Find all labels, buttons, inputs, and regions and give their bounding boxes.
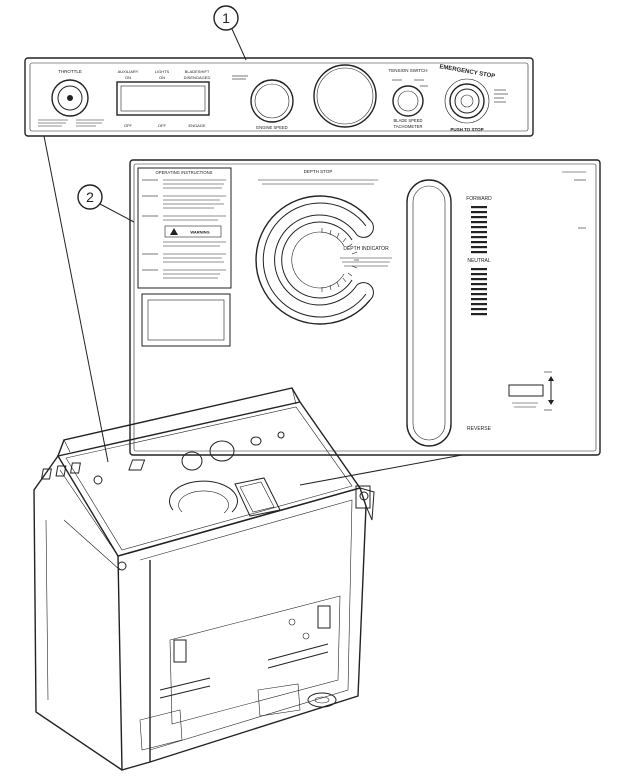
operating-instructions-box: OPERATING INSTRUCTIONS WARNING: [137, 167, 232, 289]
auxiliary-off-label: OFF: [124, 123, 133, 128]
auxiliary-on-label: ON: [125, 75, 131, 80]
reverse-label: REVERSE: [467, 426, 492, 432]
depth-dial-c-slot-icon: [255, 195, 374, 325]
neutral-label: NEUTRAL: [467, 258, 491, 264]
tension-switch-label: TENSION SWITCH: [389, 68, 428, 73]
throttle-label: THROTTLE: [58, 69, 82, 74]
speed-range-switch-icon: [508, 371, 554, 411]
throttle-knob-icon: [51, 79, 89, 117]
engage-label: ENGAGE: [188, 123, 205, 128]
instructions-text-lines-lower: [142, 241, 226, 279]
emergency-stop-label: EMERGENCY STOP: [439, 64, 496, 80]
depth-stop-label: DEPTH STOP: [304, 169, 333, 174]
disengaged-label: DISENGAGED: [184, 75, 211, 80]
lever-slot-icon: [406, 179, 452, 447]
push-to-stop-label: PUSH TO STOP: [450, 127, 483, 132]
instructions-text-lines: [142, 179, 226, 221]
forward-speed-bars: [471, 206, 487, 254]
lights-on-label: ON: [159, 75, 165, 80]
forward-label: FORWARD: [466, 196, 492, 202]
engine-speed-label: ENGINE SPEED: [256, 125, 287, 130]
blade-speed-label: BLADE SPEED: [393, 118, 422, 123]
switch-window: [116, 81, 210, 116]
depth-stop-decal: OPERATING INSTRUCTIONS WARNING: [129, 159, 601, 456]
callout-2: 2: [77, 184, 135, 223]
warning-triangle-icon: WARNING: [164, 225, 222, 238]
bladeshift-label: BLADESHIFT: [185, 69, 210, 74]
reverse-speed-bars: [471, 268, 487, 316]
lights-off-label: OFF: [158, 123, 167, 128]
depth-indicator-fine-print: [340, 257, 392, 267]
blade-speed-knob-icon: [392, 85, 424, 117]
auxiliary-label: AUXILIARY: [118, 69, 139, 74]
callout-1-number: 1: [222, 10, 230, 26]
lights-label: LIGHTS: [155, 69, 170, 74]
callout-2-number: 2: [86, 189, 94, 205]
control-panel-decal: THROTTLE AUXILIARY ON LIGHTS ON BLADESHI…: [24, 57, 534, 137]
tachometer-label: TACHOMETER: [393, 124, 422, 129]
emergency-stop-button-icon: [444, 78, 490, 124]
emergency-stop-fine-print: [494, 89, 508, 103]
warning-label: WARNING: [190, 230, 209, 235]
throttle-fine-print: [38, 119, 104, 127]
leader-line-1: [43, 135, 109, 463]
engine-speed-gauge-icon: [250, 79, 294, 123]
depth-indicator-label: DEPTH INDICATOR: [343, 246, 389, 252]
tension-switch-fine-print: [392, 79, 428, 87]
leader-line-2: [299, 454, 463, 486]
callout-1: 1: [213, 5, 247, 61]
tachometer-gauge-icon: [313, 64, 377, 128]
machine-console-illustration: [33, 387, 375, 771]
operating-instructions-label: OPERATING INSTRUCTIONS: [156, 170, 213, 175]
engine-speed-fine-print: [232, 75, 248, 80]
blank-label-box: [141, 293, 231, 347]
